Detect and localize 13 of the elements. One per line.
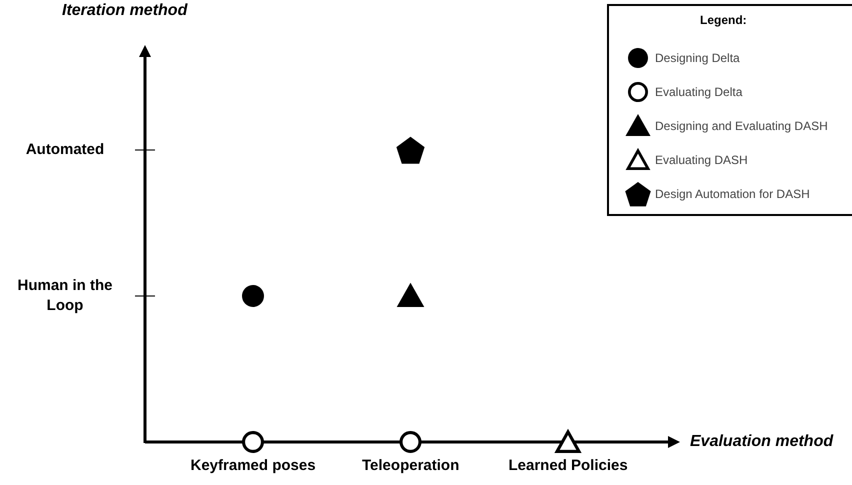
legend-label: Designing Delta xyxy=(655,51,740,65)
legend-title: Legend: xyxy=(700,13,747,27)
legend-label: Design Automation for DASH xyxy=(655,187,810,201)
tick-label: Teleoperation xyxy=(362,457,460,474)
axis-title: Evaluation method xyxy=(690,433,834,451)
tick-label: Human in the Loop xyxy=(16,276,114,316)
tick-label: Automated xyxy=(24,140,106,160)
legend-label: Evaluating Delta xyxy=(655,85,742,99)
tick-label: Learned Policies xyxy=(508,457,628,474)
legend-label: Evaluating DASH xyxy=(655,153,748,167)
legend-label: Designing and Evaluating DASH xyxy=(655,119,828,133)
axis-title: Iteration method xyxy=(62,2,188,20)
tick-label: Keyframed poses xyxy=(190,457,316,474)
